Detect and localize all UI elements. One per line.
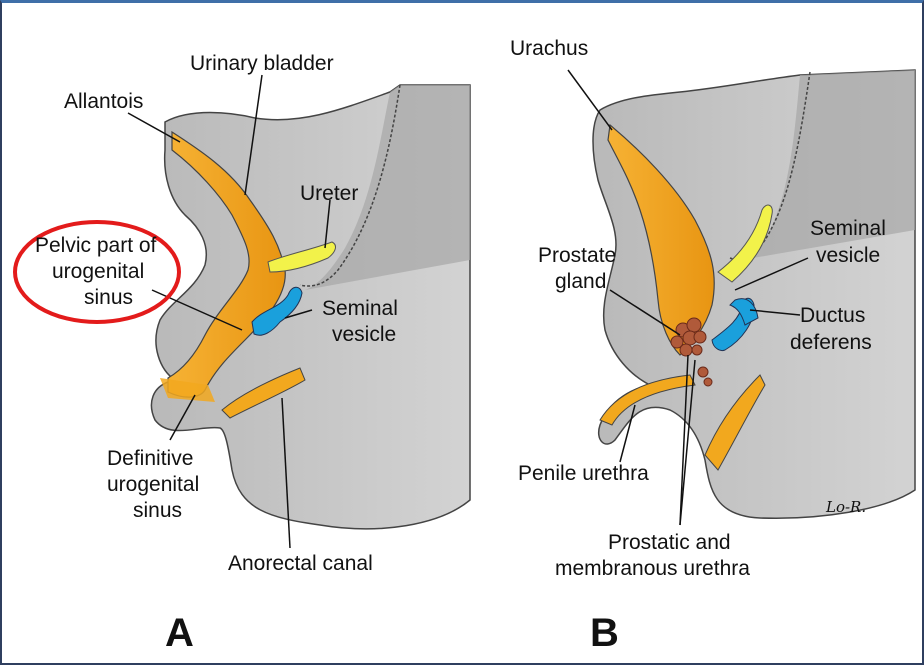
- panel-a: Urinary bladder Allantois Ureter Pelvic …: [15, 52, 470, 655]
- label-definitive-2: urogenital: [107, 473, 199, 496]
- label-seminal-b-2: vesicle: [816, 244, 880, 267]
- label-prostate-2: gland: [555, 270, 606, 293]
- label-ureter: Ureter: [300, 182, 358, 205]
- label-urachus: Urachus: [510, 37, 588, 60]
- panel-letter-b: B: [590, 611, 619, 655]
- label-pelvic-part-2: urogenital: [52, 260, 144, 283]
- label-urinary-bladder: Urinary bladder: [190, 52, 334, 75]
- panel-b: Urachus Seminal vesicle Prostate gland D…: [510, 37, 915, 655]
- label-pelvic-part-1: Pelvic part of: [35, 234, 157, 257]
- label-ductus-2: deferens: [790, 331, 872, 354]
- label-pelvic-part-3: sinus: [84, 286, 133, 309]
- label-prostatic-1: Prostatic and: [608, 531, 731, 554]
- label-allantois: Allantois: [64, 90, 143, 113]
- label-prostatic-2: membranous urethra: [555, 557, 750, 580]
- label-prostate-1: Prostate: [538, 244, 616, 267]
- label-anorectal-canal: Anorectal canal: [228, 552, 373, 575]
- label-penile-urethra: Penile urethra: [518, 462, 649, 485]
- label-definitive-3: sinus: [133, 499, 182, 522]
- label-seminal-a-2: vesicle: [332, 323, 396, 346]
- label-seminal-a-1: Seminal: [322, 297, 398, 320]
- artist-signature: Lo-R.: [825, 498, 866, 516]
- label-definitive-1: Definitive: [107, 447, 193, 470]
- panel-letter-a: A: [165, 611, 194, 655]
- label-seminal-b-1: Seminal: [810, 217, 886, 240]
- label-ductus-1: Ductus: [800, 304, 865, 327]
